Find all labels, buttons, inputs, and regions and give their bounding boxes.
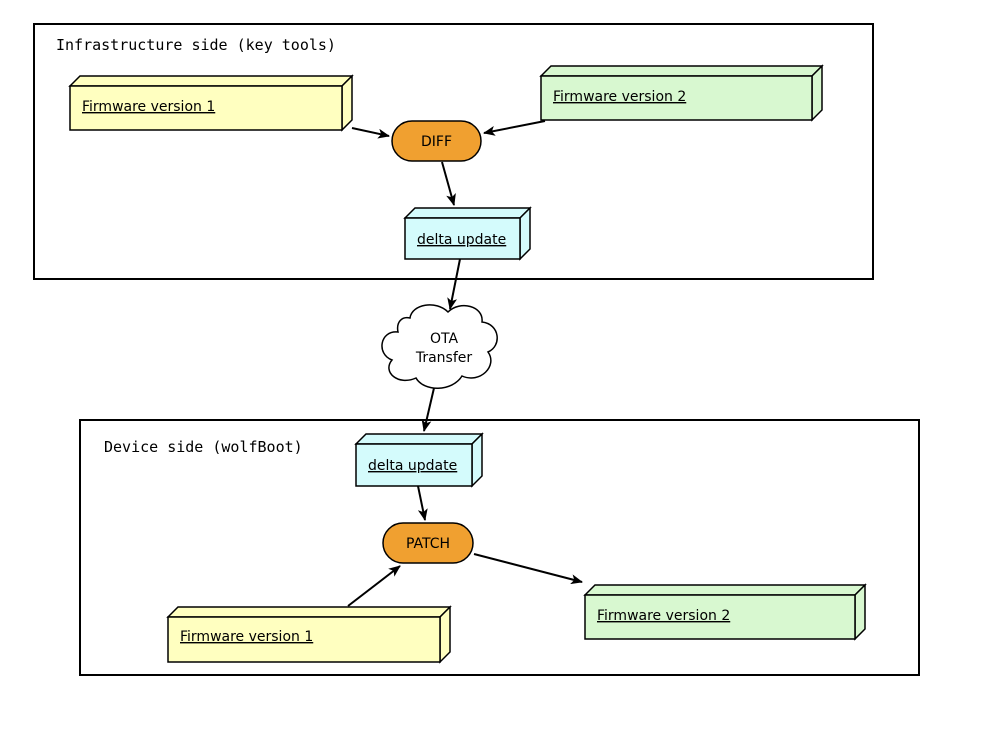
device-firmware-v2-node: Firmware version 2	[583, 583, 867, 641]
device-side-group: Device side (wolfBoot) delta update PATC…	[79, 419, 920, 676]
device-firmware-v1-node: Firmware version 1	[166, 605, 452, 664]
patch-label: PATCH	[406, 536, 450, 552]
edge-fw1-to-diff	[351, 127, 390, 139]
edge-fw2-to-diff	[483, 120, 546, 136]
edge-fw1-to-patch	[347, 565, 401, 607]
edge-diff-to-delta	[441, 161, 456, 206]
device-fw1-label: Firmware version 1	[180, 629, 313, 645]
infra-firmware-v1-node: Firmware version 1	[68, 74, 354, 132]
edge-delta-to-ota	[447, 258, 461, 310]
ota-transfer-cloud: OTA Transfer	[381, 304, 498, 389]
diff-label: DIFF	[421, 134, 452, 150]
infrastructure-side-group: Infrastructure side (key tools) Firmware…	[33, 23, 874, 280]
infra-fw2-label: Firmware version 2	[553, 89, 686, 105]
infra-firmware-v2-node: Firmware version 2	[539, 64, 824, 122]
device-delta-label: delta update	[368, 458, 457, 474]
edge-ota-to-device-delta	[421, 387, 435, 432]
edge-delta-to-patch	[417, 485, 428, 521]
infrastructure-frame	[33, 23, 874, 280]
device-delta-update-node: delta update	[354, 432, 484, 488]
device-fw2-label: Firmware version 2	[597, 608, 730, 624]
ota-line2: Transfer	[415, 350, 473, 366]
ota-line1: OTA	[430, 331, 458, 347]
infra-delta-label: delta update	[417, 232, 506, 248]
diff-node: DIFF	[391, 120, 482, 162]
patch-node: PATCH	[382, 522, 474, 564]
edge-patch-to-fw2	[473, 553, 583, 585]
infra-delta-update-node: delta update	[403, 206, 532, 261]
device-title: Device side (wolfBoot)	[104, 438, 303, 456]
infrastructure-title: Infrastructure side (key tools)	[56, 36, 336, 54]
infra-fw1-label: Firmware version 1	[82, 99, 215, 115]
device-frame	[79, 419, 920, 676]
